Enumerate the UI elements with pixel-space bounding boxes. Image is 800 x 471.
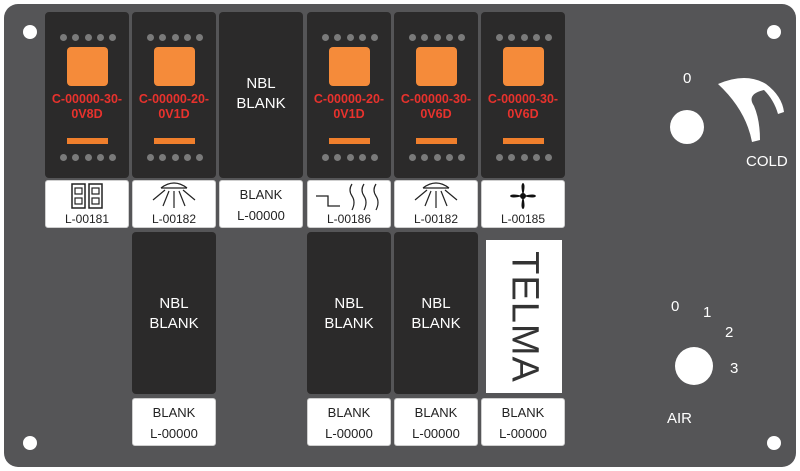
- air-label: AIR: [667, 410, 693, 427]
- light-icon: [152, 182, 196, 208]
- bottom-label-3: BLANK L-00000: [394, 398, 478, 446]
- nbl-text: NBL: [421, 295, 451, 312]
- label-code: L-00000: [499, 426, 547, 441]
- rocker-button[interactable]: [329, 47, 370, 86]
- switch-code-line1: C-00000-30-: [400, 92, 472, 106]
- light-icon: [414, 182, 458, 208]
- temp-scale-zero: 0: [683, 70, 692, 87]
- indicator-led: [416, 138, 457, 144]
- switch-code-line1: C-00000-30-: [51, 92, 123, 106]
- switch-label-5: L-00182: [394, 180, 478, 228]
- mounting-hole-bottom-left: [23, 436, 37, 450]
- air-step-1: 1: [703, 304, 712, 321]
- indicator-led: [503, 138, 544, 144]
- air-knob[interactable]: [675, 347, 713, 385]
- indicator-led: [154, 138, 195, 144]
- blank-text: BLANK: [149, 315, 199, 332]
- label-blank-text: BLANK: [152, 405, 196, 420]
- indicator-led: [67, 138, 108, 144]
- switch-label-2: L-00182: [132, 180, 216, 228]
- rocker-switch-6[interactable]: C-00000-30-0V6D: [481, 12, 565, 178]
- switch-code-line2: 0V6D: [507, 107, 539, 121]
- switch-code-line2: 0V1D: [158, 107, 190, 121]
- label-blank-text: BLANK: [501, 405, 545, 420]
- rocker-button[interactable]: [503, 47, 544, 86]
- bottom-label-1: BLANK L-00000: [132, 398, 216, 446]
- air-step-0: 0: [671, 298, 680, 315]
- switch-code-line2: 0V8D: [71, 107, 103, 121]
- nbl-text: NBL: [246, 75, 276, 92]
- blank-switch-bottom-2: NBL BLANK: [307, 232, 391, 394]
- switch-code-line1: C-00000-20-: [313, 92, 385, 106]
- label-code: L-00186: [326, 212, 372, 226]
- switch-code-line1: C-00000-20-: [138, 92, 210, 106]
- blank-text: BLANK: [324, 315, 374, 332]
- rocker-button[interactable]: [67, 47, 108, 86]
- switch-code-line2: 0V1D: [333, 107, 365, 121]
- rocker-switch-1[interactable]: C-00000-30-0V8D: [45, 12, 129, 178]
- air-step-2: 2: [725, 324, 734, 341]
- mounting-hole-top-left: [23, 25, 37, 39]
- cold-label: COLD: [746, 153, 788, 170]
- blank-text: BLANK: [236, 95, 286, 112]
- label-code: L-00182: [151, 212, 197, 226]
- rocker-switch-4[interactable]: C-00000-20-0V1D: [307, 12, 391, 178]
- telma-logo: TELMA: [503, 250, 546, 383]
- blank-switch-bottom-1: NBL BLANK: [132, 232, 216, 394]
- rocker-button[interactable]: [416, 47, 457, 86]
- rocker-switch-5[interactable]: C-00000-30-0V6D: [394, 12, 478, 178]
- bottom-label-2: BLANK L-00000: [307, 398, 391, 446]
- bottom-label-4: BLANK L-00000: [481, 398, 565, 446]
- mounting-hole-bottom-right: [767, 436, 781, 450]
- blank-text: BLANK: [411, 315, 461, 332]
- label-code: L-00000: [412, 426, 460, 441]
- mounting-hole-top-right: [767, 25, 781, 39]
- label-blank-text: BLANK: [239, 187, 283, 202]
- label-code: L-00181: [64, 212, 110, 226]
- nbl-text: NBL: [334, 295, 364, 312]
- switch-label-4: L-00186: [307, 180, 391, 228]
- rocker-switch-2[interactable]: C-00000-20-0V1D: [132, 12, 216, 178]
- label-code: L-00185: [500, 212, 546, 226]
- label-code: L-00000: [150, 426, 198, 441]
- switch-label-6: L-00185: [481, 180, 565, 228]
- blank-switch-bottom-3: NBL BLANK: [394, 232, 478, 394]
- dual-square-icon: [71, 183, 103, 209]
- blank-switch-top: NBL BLANK: [219, 12, 303, 178]
- heater-icon: [316, 183, 379, 211]
- switch-label-1: L-00181: [45, 180, 129, 228]
- telma-plate: TELMA: [486, 240, 562, 393]
- temperature-knob[interactable]: [670, 110, 704, 144]
- indicator-led: [329, 138, 370, 144]
- nbl-text: NBL: [159, 295, 189, 312]
- label-code: L-00000: [325, 426, 373, 441]
- rocker-button[interactable]: [154, 47, 195, 86]
- fan-icon: [510, 183, 536, 209]
- air-step-3: 3: [730, 360, 739, 377]
- cold-wedge-icon: [718, 78, 784, 142]
- switch-code-line1: C-00000-30-: [487, 92, 559, 106]
- switch-code-line2: 0V6D: [420, 107, 452, 121]
- switch-label-3: BLANK L-00000: [219, 180, 303, 228]
- label-blank-text: BLANK: [414, 405, 458, 420]
- label-code: L-00182: [413, 212, 459, 226]
- label-blank-text: BLANK: [327, 405, 371, 420]
- label-code: L-00000: [237, 208, 285, 223]
